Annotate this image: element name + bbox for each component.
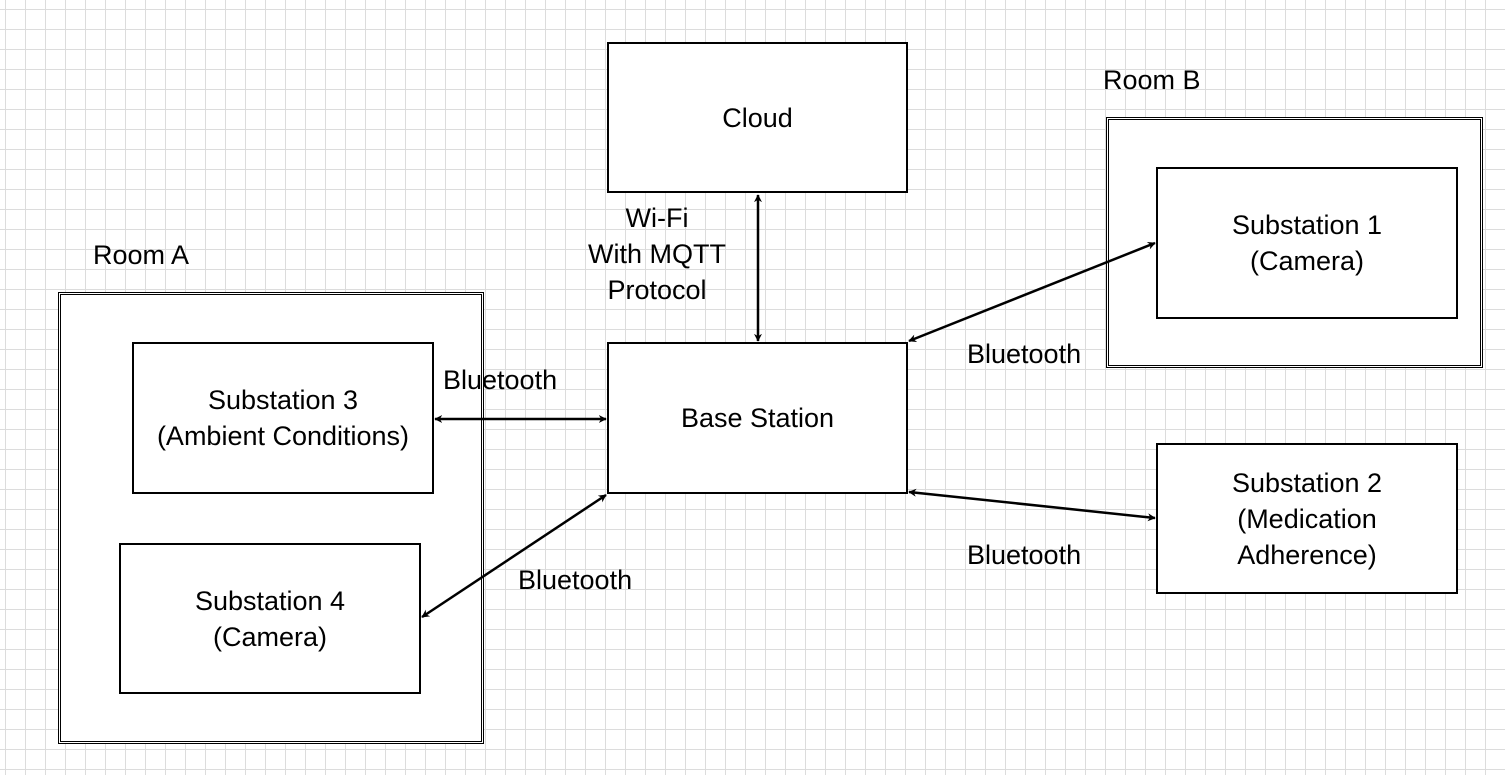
substation-2-node: Substation 2 (Medication Adherence) (1156, 443, 1458, 594)
room-b-label: Room B (1103, 65, 1201, 95)
wifi-label-line-3: Protocol (607, 275, 707, 305)
cloud-node: Cloud (607, 42, 908, 193)
bluetooth-label-substation-1: Bluetooth (967, 339, 1082, 369)
substation-1-subtitle: (Camera) (1249, 246, 1364, 276)
substation-2-subtitle-line-1: (Medication (1237, 503, 1377, 534)
bluetooth-label-substation-3: Bluetooth (443, 365, 558, 395)
substation-3-title: Substation 3 (207, 385, 359, 415)
substation-3-subtitle: (Ambient Conditions) (156, 421, 410, 451)
bluetooth-label-substation-2: Bluetooth (967, 540, 1082, 570)
bluetooth-label-substation-4: Bluetooth (518, 565, 633, 595)
substation-4-node: Substation 4 (Camera) (119, 543, 421, 694)
room-a-label: Room A (93, 240, 190, 270)
base-station-node-label: Base Station (680, 403, 835, 433)
substation-2-subtitle-line-2: Adherence) (1237, 539, 1377, 570)
substation-2-title: Substation 2 (1231, 467, 1383, 498)
bluetooth-connector-substation-2 (908, 488, 1156, 522)
substation-4-subtitle: (Camera) (212, 621, 327, 652)
substation-1-title: Substation 1 (1231, 210, 1383, 240)
substation-3-node: Substation 3 (Ambient Conditions) (132, 342, 434, 494)
cloud-node-label: Cloud (722, 102, 793, 133)
substation-1-node: Substation 1 (Camera) (1156, 167, 1458, 319)
wifi-label-line-1: Wi-Fi (625, 203, 689, 233)
base-station-node: Base Station (607, 342, 908, 494)
wifi-label-line-2: With MQTT (588, 239, 726, 269)
wifi-mqtt-label: Wi-Fi With MQTT Protocol (572, 200, 742, 308)
substation-4-title: Substation 4 (194, 585, 346, 616)
